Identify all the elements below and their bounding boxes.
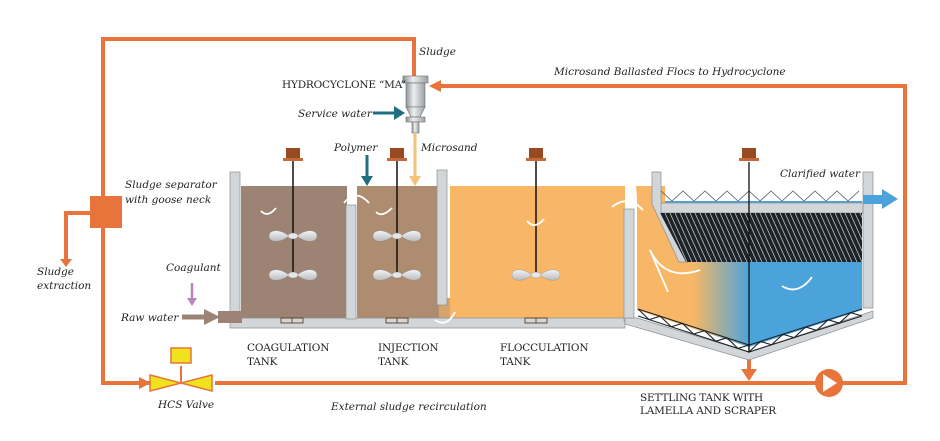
flocculation-fluid — [450, 186, 625, 319]
clarified-water-arrow — [882, 189, 898, 209]
flow-arrows — [260, 194, 813, 324]
sludge-separator-label-2: with goose neck — [125, 194, 211, 206]
sludge-label: Sludge — [419, 46, 456, 58]
impeller-blade-icon — [372, 269, 422, 281]
settling-tank-label-1: SETTLING TANK WITH — [640, 392, 763, 404]
flocculation-mixer-icon — [511, 148, 561, 281]
raw-water-label: Raw water — [120, 312, 179, 324]
microsand-label: Microsand — [420, 142, 478, 154]
valve-inlet-arrow — [139, 377, 151, 389]
polymer-arrow — [361, 176, 373, 186]
external-recirculation-label: External sludge recirculation — [330, 401, 487, 413]
impeller-blade-icon — [511, 269, 561, 281]
sludge-pipe-top — [101, 37, 416, 385]
coagulation-mixer-icon — [268, 148, 318, 281]
motor-icon — [286, 148, 300, 158]
hydrocyclone-label: HYDROCYCLONE “MA” — [282, 79, 406, 91]
injection-mixer-icon — [372, 148, 422, 281]
sludge-extraction-arrow — [60, 259, 72, 267]
sludge-separator — [90, 196, 122, 228]
coagulation-fluid — [241, 186, 347, 319]
sludge-separator-label-1: Sludge separator — [125, 179, 218, 191]
hydrocyclone-icon — [402, 75, 429, 134]
motor-icon — [742, 148, 756, 158]
coagulation-tank-label-1: COAGULATION — [247, 342, 329, 354]
motor-flange — [387, 158, 407, 161]
impeller-blade-icon — [372, 230, 422, 242]
weir-notches — [660, 190, 860, 202]
settling-drain-arrow — [741, 369, 757, 381]
microsand-flocs-label: Microsand Ballasted Flocs to Hydrocyclon… — [553, 66, 786, 78]
motor-icon — [529, 148, 543, 158]
motor-flange — [526, 158, 546, 161]
settling-tank-label-2: LAMELLA AND SCRAPER — [640, 405, 777, 417]
motor-flange — [739, 158, 759, 161]
recirculation-pipe-bottom — [215, 84, 907, 385]
recirculation-pump-icon[interactable] — [815, 369, 843, 397]
floor-grates — [280, 317, 548, 324]
impeller-blade-icon — [268, 269, 318, 281]
hcs-valve-label: HCS Valve — [157, 399, 214, 411]
injection-tank-label-1: INJECTION — [378, 342, 438, 354]
coagulant-arrow — [187, 298, 197, 306]
impeller-blade-icon — [268, 230, 318, 242]
injection-fluid — [357, 186, 439, 319]
hydrocyclone-inlet-arrow — [429, 80, 441, 92]
motor-flange — [283, 158, 303, 161]
settling-drive-icon — [739, 148, 759, 161]
motor-icon — [390, 148, 404, 158]
flocculation-tank-label-2: TANK — [500, 356, 531, 368]
raw-water-pipe — [218, 311, 242, 323]
injection-fluid-lower — [439, 298, 450, 319]
sludge-extraction-pipe — [64, 211, 92, 262]
service-water-label: Service water — [298, 108, 373, 120]
clarified-water-outlet — [863, 195, 883, 204]
microsand-arrow — [409, 176, 421, 186]
hcs-valve-icon[interactable] — [149, 347, 213, 392]
flocculation-tank-label-1: FLOCCULATION — [500, 342, 588, 354]
tank-walls — [229, 169, 874, 361]
lamella-plates — [660, 213, 862, 262]
sludge-extraction-label-2: extraction — [37, 280, 91, 292]
raw-water-arrow — [204, 309, 220, 325]
sludge-extraction-label-1: Sludge — [37, 266, 74, 278]
coagulation-tank-label-2: TANK — [247, 356, 278, 368]
coagulant-label: Coagulant — [166, 262, 221, 274]
polymer-label: Polymer — [333, 142, 378, 154]
clarified-water-label: Clarified water — [780, 168, 861, 180]
service-water-arrow — [394, 106, 405, 120]
injection-tank-label-2: TANK — [378, 356, 409, 368]
